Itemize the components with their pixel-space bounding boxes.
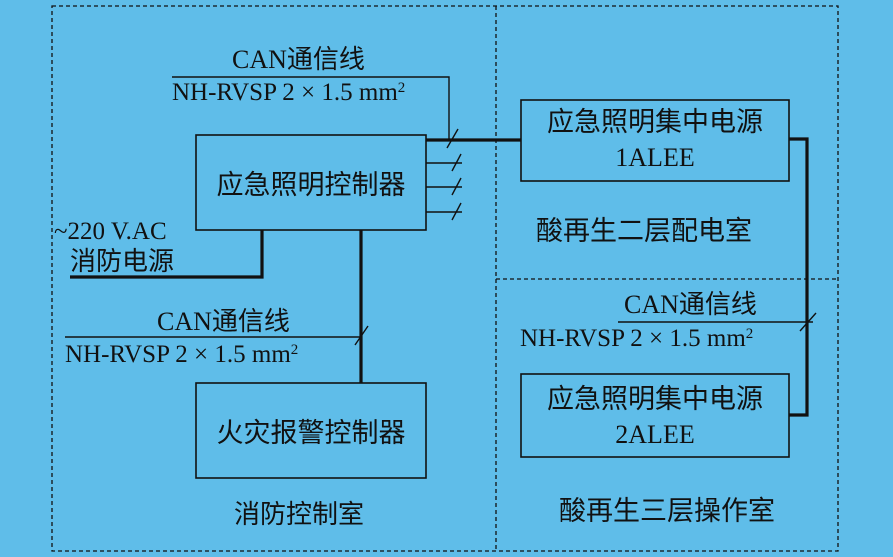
region-label-acid-3f: 酸再生三层操作室 xyxy=(559,496,775,526)
alarm-label: 火灾报警控制器 xyxy=(216,418,406,448)
mid-cable-spec: NH-RVSP 2 × 1.5 mm2 xyxy=(65,341,299,368)
top-cable-name: CAN通信线 xyxy=(232,45,365,74)
region-label-fire-room: 消防控制室 xyxy=(234,500,365,529)
psu1-id: 1ALEE xyxy=(615,143,695,172)
right-cable-spec: NH-RVSP 2 × 1.5 mm2 xyxy=(520,325,754,352)
mid-cable-name: CAN通信线 xyxy=(157,307,290,336)
alarm-box xyxy=(195,382,427,479)
region-borders xyxy=(51,5,839,552)
power-voltage: ~220 V.AC xyxy=(54,218,167,245)
controller-box xyxy=(195,134,427,231)
psu2-title: 应急照明集中电源 xyxy=(547,384,763,414)
psu1-title: 应急照明集中电源 xyxy=(547,107,763,137)
controller-label: 应急照明控制器 xyxy=(216,170,406,200)
psu1-to-psu2-wire xyxy=(789,137,809,417)
cable-mark xyxy=(451,153,462,172)
cable-mark xyxy=(446,128,459,149)
region-label-acid-2f: 酸再生二层配电室 xyxy=(536,216,752,246)
cable-mark xyxy=(799,312,817,332)
fire-power-wire xyxy=(70,230,264,279)
cable-mark xyxy=(354,325,369,346)
cable-mark xyxy=(451,202,462,221)
right-cable-name: CAN通信线 xyxy=(624,290,757,319)
power-source: 消防电源 xyxy=(70,247,175,276)
outer-border xyxy=(51,5,839,552)
cable-mark xyxy=(451,177,462,196)
psu2-id: 2ALEE xyxy=(615,420,695,449)
top-cable-spec: NH-RVSP 2 × 1.5 mm2 xyxy=(172,79,406,106)
